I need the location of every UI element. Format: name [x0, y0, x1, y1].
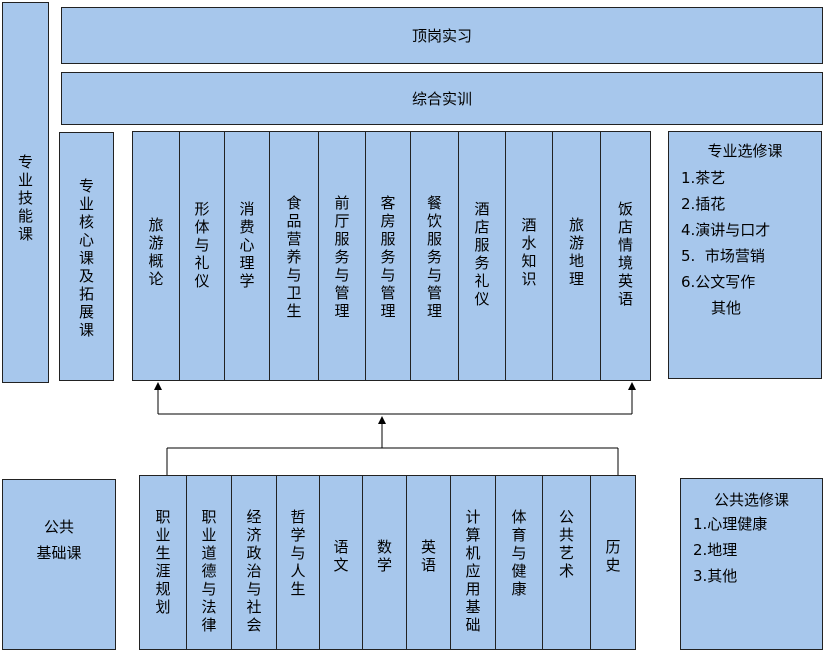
core-course-label: 餐饮服务与管理 [426, 194, 442, 320]
pro-elective-title: 专业选修课 [707, 142, 783, 160]
elective-item: 其他 [711, 299, 742, 317]
public-course-label: 历史 [605, 538, 621, 574]
elective-item: 1.茶艺 [681, 169, 726, 187]
core-course-label: 客房服务与管理 [380, 194, 396, 320]
core-course-cell: 前厅服务与管理 [318, 131, 366, 381]
public-basic-box: 公共 基础课 [2, 479, 116, 650]
public-course-cell: 哲学与人生 [276, 475, 320, 650]
public-course-label: 数学 [376, 538, 392, 574]
training-box: 综合实训 [61, 72, 823, 125]
elective-item: 6.公文写作 [681, 273, 756, 291]
core-course-label: 食品营养与卫生 [286, 194, 302, 320]
core-course-label: 消费心理学 [239, 200, 255, 290]
public-course-cell: 职业道德与法律 [186, 475, 232, 650]
public-course-cell: 公共艺术 [542, 475, 591, 650]
core-course-label: 酒水知识 [521, 216, 537, 288]
core-course-cell: 旅游概论 [132, 131, 180, 381]
elective-item: 3.其他 [693, 567, 738, 585]
public-course-label: 公共艺术 [558, 508, 574, 580]
public-course-label: 语文 [333, 538, 349, 574]
elective-item: 2.地理 [693, 541, 738, 559]
skill-course-label: 专业技能课 [17, 153, 33, 243]
public-course-label: 职业道德与法律 [201, 508, 217, 634]
public-elective-title: 公共选修课 [713, 491, 789, 509]
elective-item: 5. 市场营销 [681, 247, 765, 265]
elective-item: 4.演讲与口才 [681, 221, 771, 239]
public-course-cell: 计算机应用基础 [450, 475, 496, 650]
public-course-label: 哲学与人生 [290, 508, 306, 598]
public-course-cell: 数学 [362, 475, 407, 650]
core-course-box: 专业核心课及拓展课 [59, 132, 114, 381]
public-course-label: 体育与健康 [511, 508, 527, 598]
core-course-cell: 旅游地理 [552, 131, 601, 381]
public-course-label: 英语 [420, 538, 436, 574]
core-course-label: 专业核心课及拓展课 [78, 177, 94, 339]
core-course-label: 形体与礼仪 [194, 200, 210, 290]
public-course-cell: 语文 [319, 475, 363, 650]
core-course-label: 旅游地理 [568, 216, 584, 288]
public-elective-list: 1.心理健康 2.地理 3.其他 [693, 511, 767, 589]
core-course-label: 旅游概论 [148, 216, 164, 288]
core-course-cell: 形体与礼仪 [179, 131, 225, 381]
public-course-cell: 英语 [406, 475, 451, 650]
public-course-label: 经济政治与社会 [246, 508, 262, 634]
public-elective-box: 公共选修课 1.心理健康 2.地理 3.其他 [680, 478, 823, 650]
core-course-cell: 食品营养与卫生 [269, 131, 319, 381]
core-course-label: 前厅服务与管理 [334, 194, 350, 320]
core-course-cell: 客房服务与管理 [365, 131, 411, 381]
public-course-label: 计算机应用基础 [465, 508, 481, 634]
public-basic-line2: 基础课 [36, 544, 82, 562]
public-course-cell: 职业生涯规划 [139, 475, 187, 650]
skill-course-box: 专业技能课 [2, 2, 49, 383]
core-course-label: 饭店情境英语 [617, 200, 633, 308]
public-course-cell: 经济政治与社会 [231, 475, 277, 650]
pro-elective-list: 1.茶艺 2.插花 4.演讲与口才 5. 市场营销 6.公文写作其他 [681, 165, 770, 321]
core-course-label: 酒店服务礼仪 [474, 200, 490, 308]
training-label: 综合实训 [411, 90, 472, 108]
public-course-cell: 体育与健康 [495, 475, 543, 650]
public-basic-line1: 公共 [43, 518, 74, 536]
core-course-cell: 饭店情境英语 [600, 131, 651, 381]
public-course-cell: 历史 [590, 475, 636, 650]
pro-elective-box: 专业选修课 1.茶艺 2.插花 4.演讲与口才 5. 市场营销 6.公文写作其他 [668, 131, 822, 379]
internship-label: 顶岗实习 [411, 27, 472, 45]
internship-box: 顶岗实习 [61, 7, 823, 64]
core-course-cell: 餐饮服务与管理 [410, 131, 459, 381]
elective-item: 2.插花 [681, 195, 726, 213]
public-course-label: 职业生涯规划 [155, 508, 171, 616]
elective-item: 1.心理健康 [693, 515, 768, 533]
